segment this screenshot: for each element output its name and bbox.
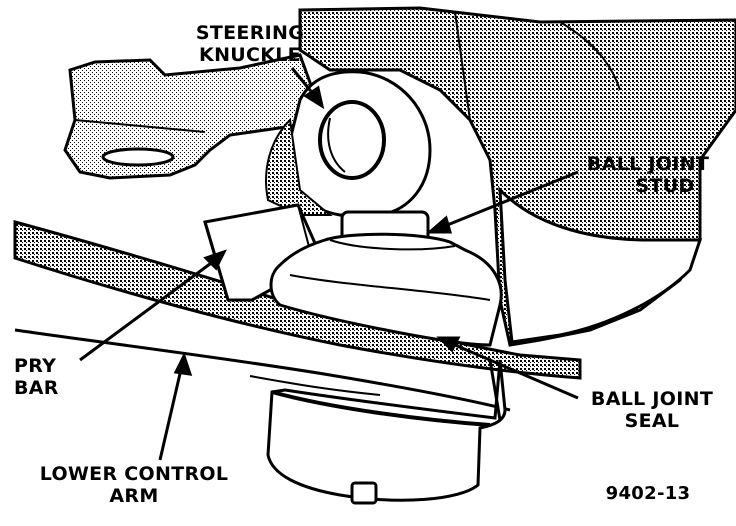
upper-housing bbox=[298, 6, 736, 347]
label-steering-knuckle: STEERING KNUCKLE bbox=[190, 22, 310, 66]
label-ball-joint-stud: BALL JOINT STUD bbox=[578, 153, 718, 197]
label-steering-knuckle-line1: STEERING bbox=[195, 22, 305, 44]
label-pry-bar-line1: PRY bbox=[14, 355, 57, 377]
label-ball-joint-seal-line1: BALL JOINT bbox=[590, 388, 714, 410]
leader-arrows bbox=[79, 67, 579, 461]
label-steering-knuckle-line2: KNUCKLE bbox=[199, 44, 301, 66]
steering-arm bbox=[63, 53, 322, 180]
label-pry-bar-line2: BAR bbox=[14, 377, 59, 399]
figure-number: 9402-13 bbox=[605, 483, 691, 504]
label-ball-joint-seal: BALL JOINT SEAL bbox=[582, 388, 722, 432]
label-lower-control-arm-line2: ARM bbox=[109, 485, 159, 507]
label-ball-joint-stud-line2: STUD bbox=[635, 175, 695, 197]
label-lower-control-arm: LOWER CONTROL ARM bbox=[34, 463, 234, 507]
label-pry-bar: PRY BAR bbox=[14, 355, 84, 399]
label-ball-joint-seal-line2: SEAL bbox=[624, 410, 680, 432]
ball-joint-housing bbox=[266, 359, 507, 505]
label-lower-control-arm-line1: LOWER CONTROL bbox=[39, 463, 229, 485]
steering-knuckle-body bbox=[265, 70, 432, 217]
label-ball-joint-stud-line1: BALL JOINT bbox=[586, 153, 710, 175]
